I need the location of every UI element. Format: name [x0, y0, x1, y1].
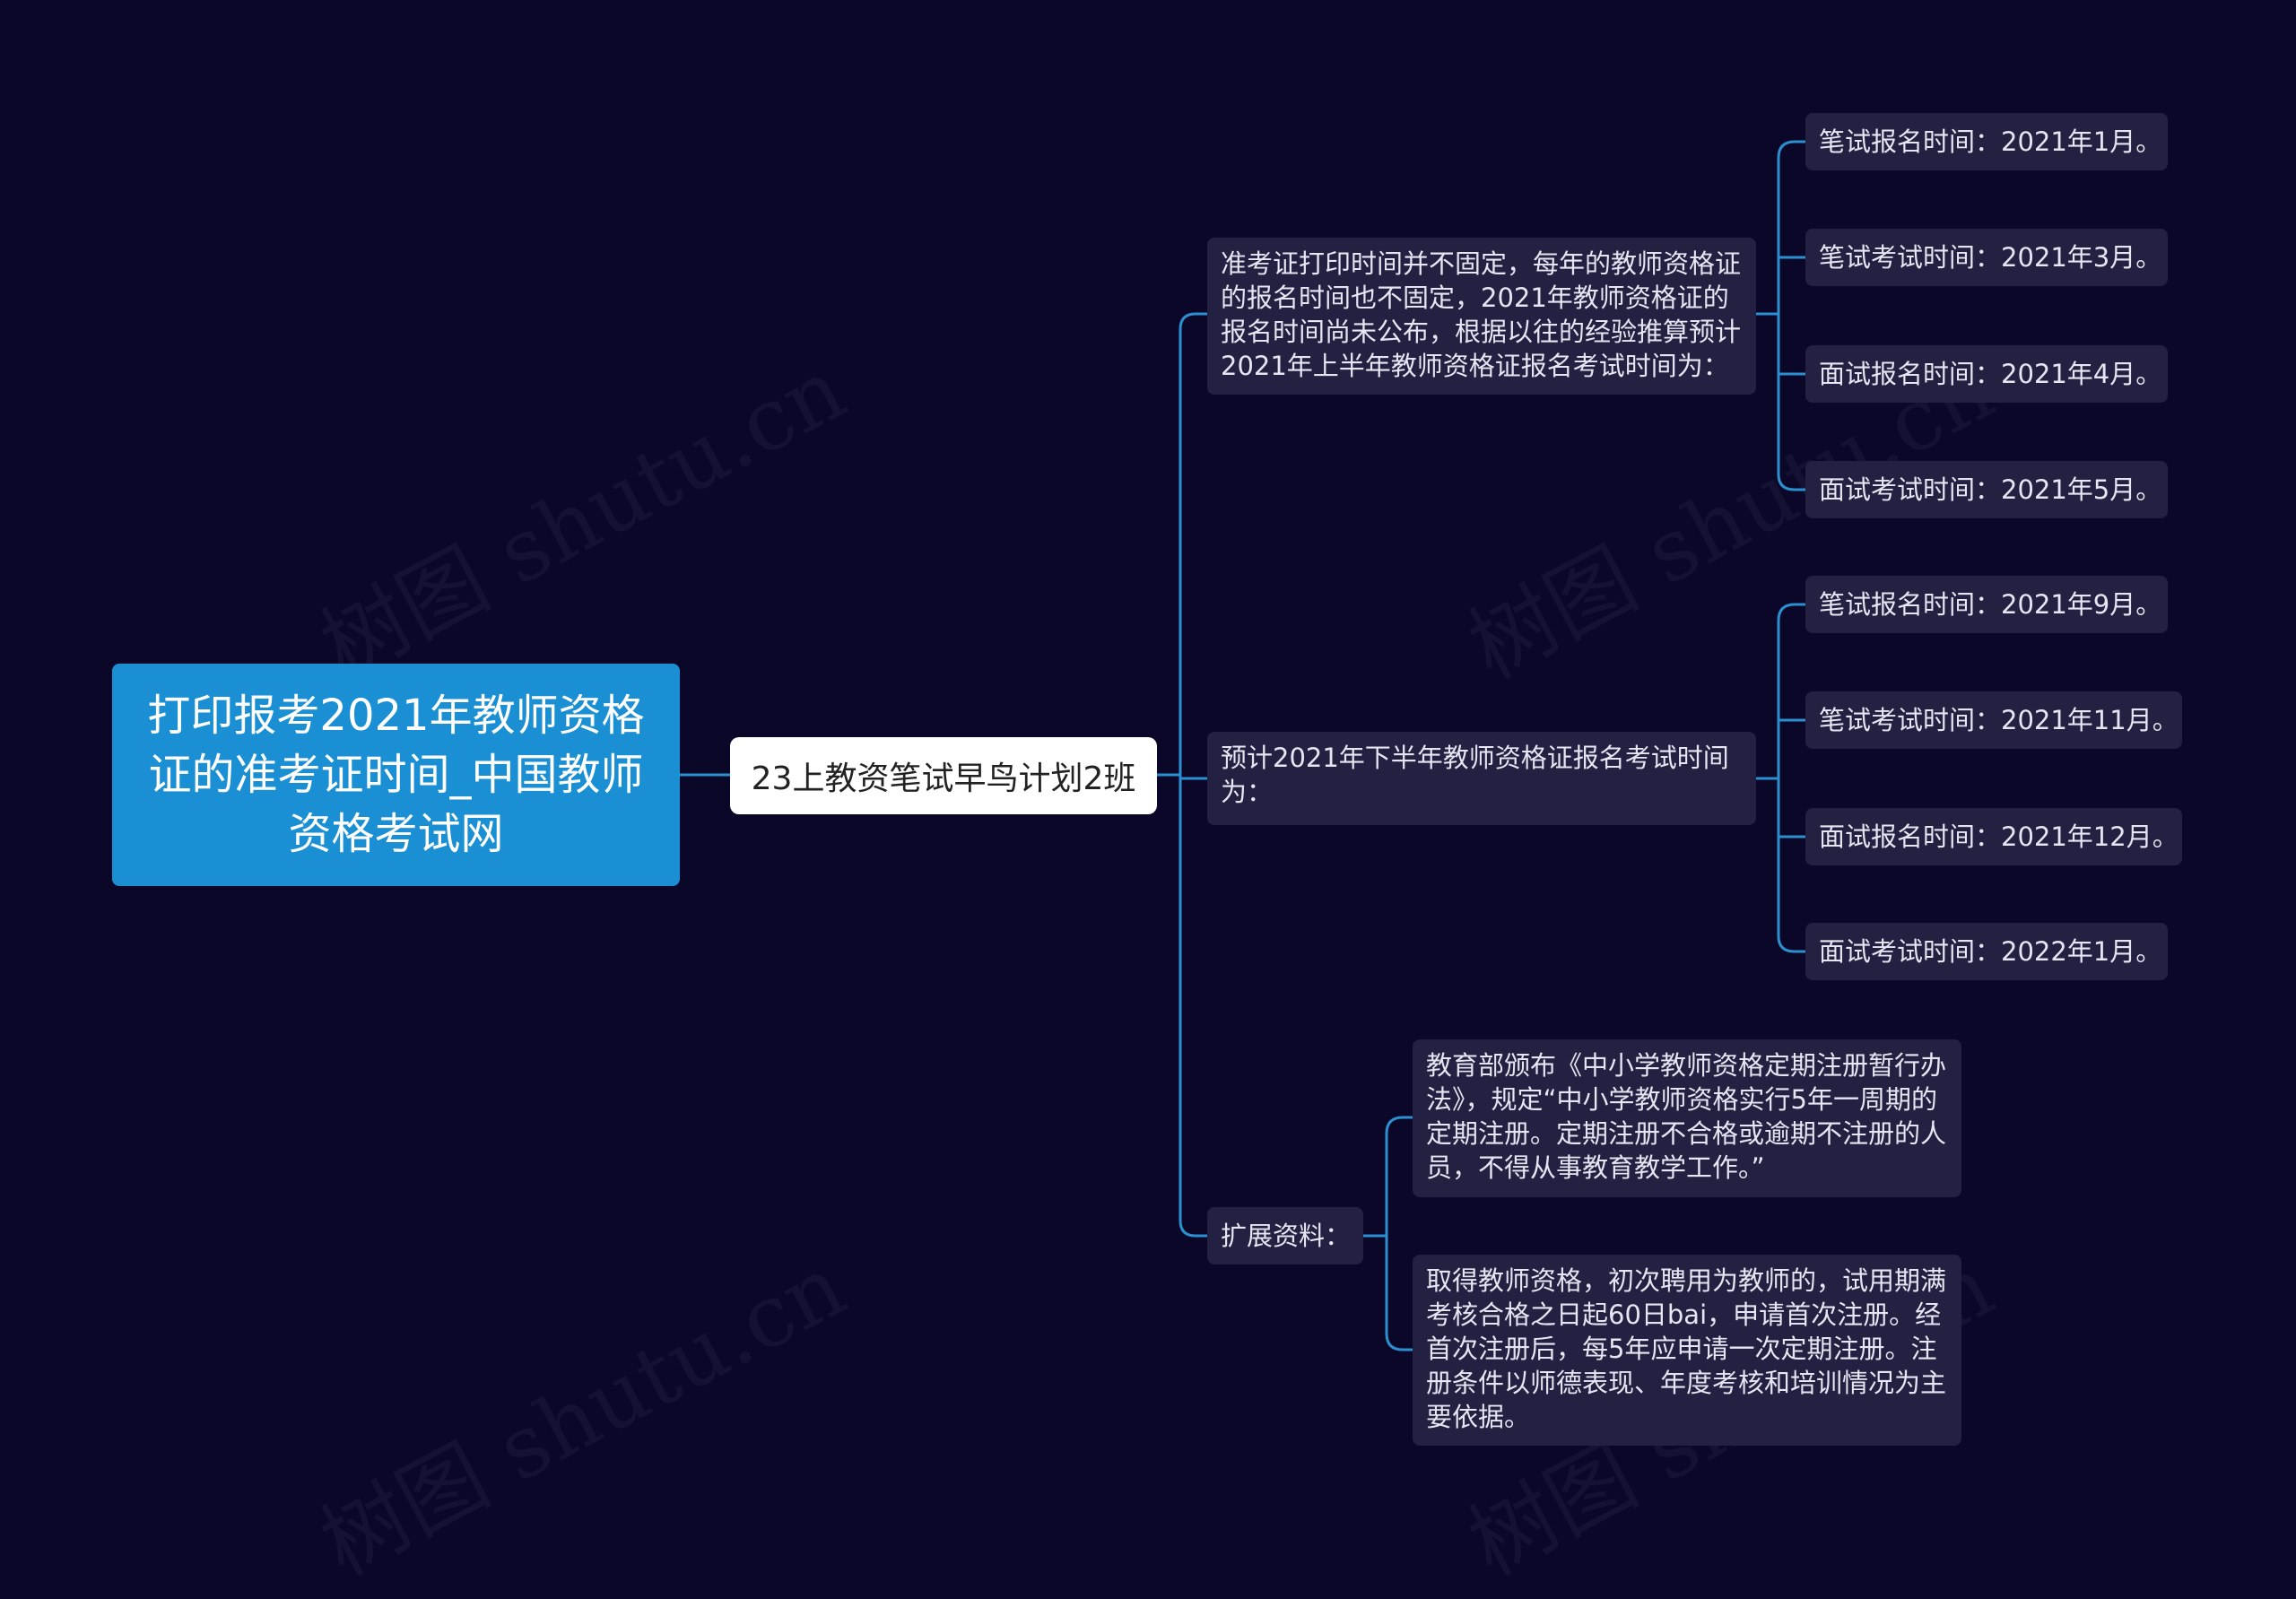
leaf-node[interactable]: 笔试考试时间：2021年11月。: [1805, 691, 2182, 749]
leaf-node[interactable]: 面试考试时间：2021年5月。: [1805, 461, 2168, 518]
connector-branch3-leaves: [1385, 1116, 1414, 1351]
connector-lines: [678, 140, 1807, 1351]
extended-info-paragraph[interactable]: 教育部颁布《中小学教师资格定期注册暂行办法》，规定“中小学教师资格实行5年一周期…: [1413, 1039, 1961, 1197]
branch-node-extended-info[interactable]: 扩展资料：: [1207, 1207, 1363, 1264]
leaf-node[interactable]: 笔试报名时间：2021年1月。: [1805, 113, 2168, 170]
leaf-node[interactable]: 面试报名时间：2021年12月。: [1805, 808, 2182, 865]
leaf-node[interactable]: 面试考试时间：2022年1月。: [1805, 923, 2168, 980]
branch-node-first-half[interactable]: 准考证打印时间并不固定，每年的教师资格证的报名时间也不固定，2021年教师资格证…: [1207, 238, 1756, 395]
leaf-node[interactable]: 笔试考试时间：2021年3月。: [1805, 229, 2168, 286]
connector-branch2-leaves: [1777, 603, 1807, 953]
leaf-node[interactable]: 面试报名时间：2021年4月。: [1805, 345, 2168, 403]
mindmap-canvas: 树图 shutu.cn 树图 shutu.cn 树图 shutu.cn 树图 s…: [112, 113, 2182, 1595]
root-topic[interactable]: 打印报考2021年教师资格证的准考证时间_中国教师资格考试网: [112, 664, 680, 886]
branch-node-second-half[interactable]: 预计2021年下半年教师资格证报名考试时间为：: [1207, 732, 1756, 825]
connector-branch1-leaves: [1777, 140, 1807, 491]
central-topic[interactable]: 23上教资笔试早鸟计划2班: [730, 737, 1157, 814]
leaf-node[interactable]: 笔试报名时间：2021年9月。: [1805, 576, 2168, 633]
connector-center-branch1: [1178, 312, 1209, 1238]
extended-info-paragraph[interactable]: 取得教师资格，初次聘用为教师的，试用期满考核合格之日起60日bai，申请首次注册…: [1413, 1255, 1961, 1446]
